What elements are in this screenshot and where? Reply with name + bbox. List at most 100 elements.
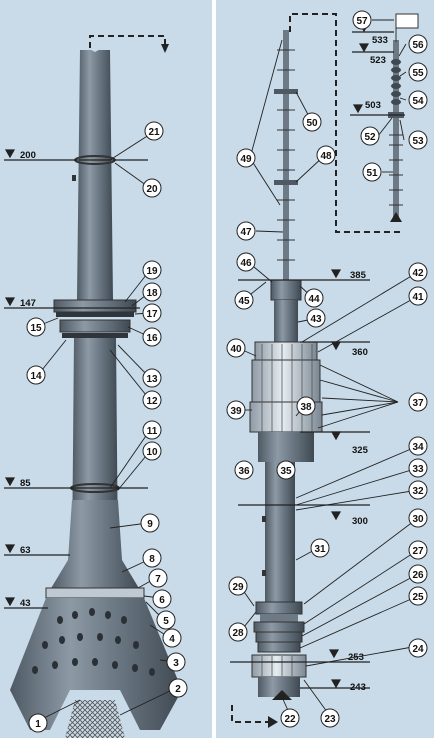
callout-25: 25	[408, 586, 428, 606]
svg-text:10: 10	[146, 447, 158, 458]
svg-text:21: 21	[148, 127, 160, 138]
elevation-200: 200	[20, 150, 36, 161]
callout-9: 9	[140, 513, 160, 533]
callout-15: 15	[26, 317, 46, 337]
svg-text:39: 39	[230, 406, 242, 417]
callout-41: 41	[408, 286, 428, 306]
callout-54: 54	[408, 90, 428, 110]
svg-text:15: 15	[30, 323, 42, 334]
elevation-325: 325	[352, 445, 369, 456]
callout-8: 8	[142, 548, 162, 568]
callout-36: 36	[234, 460, 254, 480]
svg-text:22: 22	[284, 714, 296, 725]
callout-17: 17	[142, 303, 162, 323]
svg-text:57: 57	[356, 16, 368, 27]
elevation-300: 300	[352, 516, 368, 527]
svg-text:47: 47	[240, 227, 252, 238]
callout-10: 10	[142, 441, 162, 461]
svg-text:53: 53	[412, 136, 424, 147]
callout-16: 16	[142, 327, 162, 347]
callout-51: 51	[362, 162, 382, 182]
callout-23: 23	[320, 708, 340, 728]
callout-30: 30	[408, 508, 428, 528]
callout-52: 52	[360, 126, 380, 146]
elevation-533: 533	[372, 35, 388, 46]
elevation-385: 385	[350, 270, 367, 281]
callout-14: 14	[26, 365, 46, 385]
svg-text:26: 26	[412, 570, 424, 581]
callouts: 1 2 3 4 5 6 7 8 9 10 11 12 13 14 15 16 1…	[26, 10, 428, 733]
callout-5: 5	[156, 610, 176, 630]
callout-43: 43	[306, 308, 326, 328]
elevation-503: 503	[365, 100, 381, 111]
callout-22: 22	[280, 708, 300, 728]
callout-42: 42	[408, 262, 428, 282]
callout-37: 37	[408, 392, 428, 412]
svg-text:31: 31	[314, 544, 326, 555]
callout-11: 11	[142, 420, 162, 440]
svg-text:46: 46	[240, 258, 252, 269]
callout-38: 38	[296, 396, 316, 416]
callout-50: 50	[302, 112, 322, 132]
svg-text:17: 17	[146, 309, 158, 320]
svg-text:12: 12	[146, 396, 158, 407]
elevation-523: 523	[370, 55, 386, 66]
svg-text:34: 34	[412, 442, 424, 453]
svg-text:33: 33	[412, 464, 424, 475]
callout-34: 34	[408, 436, 428, 456]
svg-text:1: 1	[35, 719, 41, 730]
svg-text:29: 29	[232, 582, 244, 593]
svg-text:42: 42	[412, 268, 424, 279]
svg-text:43: 43	[310, 314, 322, 325]
callout-47: 47	[236, 221, 256, 241]
svg-text:13: 13	[146, 374, 158, 385]
callout-13: 13	[142, 368, 162, 388]
svg-text:51: 51	[366, 168, 378, 179]
callout-44: 44	[304, 288, 324, 308]
callout-46: 46	[236, 252, 256, 272]
callout-32: 32	[408, 480, 428, 500]
callout-49: 49	[236, 148, 256, 168]
callout-27: 27	[408, 540, 428, 560]
svg-text:20: 20	[146, 184, 158, 195]
svg-text:6: 6	[159, 595, 165, 606]
svg-text:32: 32	[412, 486, 424, 497]
callout-4: 4	[162, 628, 182, 648]
callout-7: 7	[148, 568, 168, 588]
elevation-85: 85	[20, 478, 31, 489]
left-elevation-lines	[4, 149, 148, 609]
callout-39: 39	[226, 400, 246, 420]
svg-text:35: 35	[280, 466, 292, 477]
svg-text:16: 16	[146, 333, 158, 344]
svg-text:25: 25	[412, 592, 424, 603]
callout-29: 29	[228, 576, 248, 596]
elevation-243: 243	[350, 682, 366, 693]
svg-text:8: 8	[149, 554, 155, 565]
callout-3: 3	[166, 652, 186, 672]
svg-text:3: 3	[173, 658, 179, 669]
svg-text:11: 11	[147, 426, 158, 437]
svg-text:7: 7	[155, 574, 161, 585]
svg-text:30: 30	[412, 514, 424, 525]
svg-text:9: 9	[147, 519, 153, 530]
callout-28: 28	[228, 622, 248, 642]
svg-text:28: 28	[232, 628, 244, 639]
callout-2: 2	[168, 678, 188, 698]
svg-text:36: 36	[238, 466, 250, 477]
callout-40: 40	[226, 338, 246, 358]
callout-20: 20	[142, 178, 162, 198]
svg-text:40: 40	[230, 344, 242, 355]
callout-31: 31	[310, 538, 330, 558]
callout-21: 21	[144, 121, 164, 141]
svg-text:4: 4	[169, 634, 175, 645]
svg-text:48: 48	[320, 151, 332, 162]
callout-26: 26	[408, 564, 428, 584]
callout-6: 6	[152, 589, 172, 609]
svg-text:50: 50	[306, 118, 318, 129]
svg-text:27: 27	[412, 546, 424, 557]
svg-text:56: 56	[412, 40, 424, 51]
callout-56: 56	[408, 34, 428, 54]
svg-text:2: 2	[175, 684, 181, 695]
